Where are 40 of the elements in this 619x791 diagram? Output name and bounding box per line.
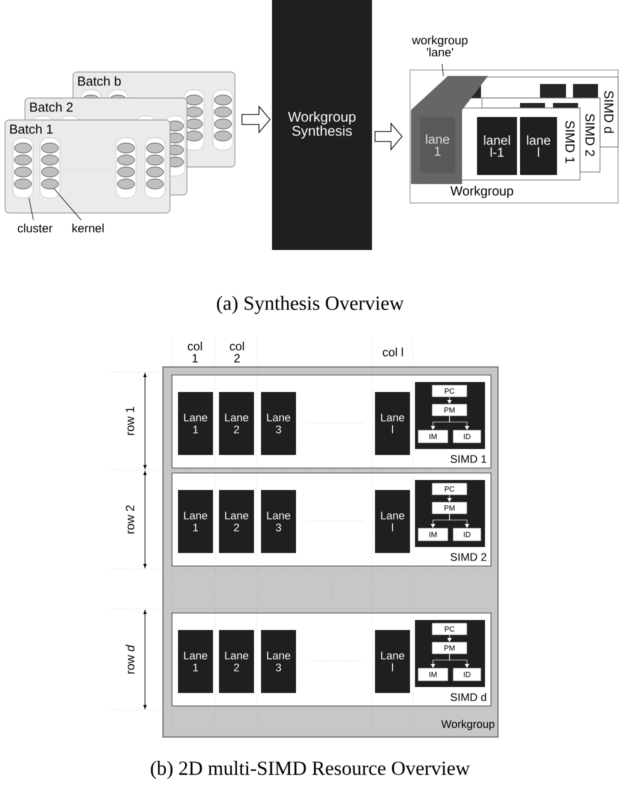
callout-text: kernel [72,224,104,232]
arrow [449,514,470,528]
leader-line [28,198,34,220]
lane-block: Lane 3 [261,392,296,455]
callout-text: workgroup 'lane' [412,36,468,56]
lane-block: Lane l [375,490,410,553]
arrow [447,396,452,404]
callout-text: cluster [18,224,52,232]
kernel-ellipse [41,178,59,190]
lane-block: lanel l-1 [477,117,517,175]
arrow [449,416,470,430]
arrow [447,634,452,642]
row-label: row 1 [126,406,134,435]
lane-block: Lane 2 [219,630,254,693]
row-label: row 2 [126,505,134,534]
row-label: row d [126,644,134,674]
lane-block: Lane 3 [261,630,296,693]
caption: (a) Synthesis Overview [217,296,404,314]
lane-block: Lane 3 [261,490,296,553]
lane-block: Lane 1 [178,630,213,693]
lane-block: Lane 1 [178,392,213,455]
lane-block: Lane 2 [219,490,254,553]
arrow [449,654,470,668]
block-arrow [242,105,271,134]
leader-line [442,64,444,76]
lane-block: lane 1 [420,117,455,173]
leader-line [54,188,82,220]
column-label: col 2 [230,342,244,362]
lane-block: Lane l [375,392,410,455]
lane-block: lane l [520,117,557,175]
column-label: col 1 [188,342,202,362]
caption: (b) 2D multi-SIMD Resource Overview [150,760,470,780]
lane-block: Lane l [375,630,410,693]
cluster-pill [12,138,34,198]
synthesis-block: Workgroup Synthesis [272,0,372,250]
column-label: col l [382,348,403,356]
lane-block: Lane 1 [178,490,213,553]
arrow [447,494,452,502]
lane-block: Lane 2 [219,392,254,455]
block-arrow [374,122,403,151]
